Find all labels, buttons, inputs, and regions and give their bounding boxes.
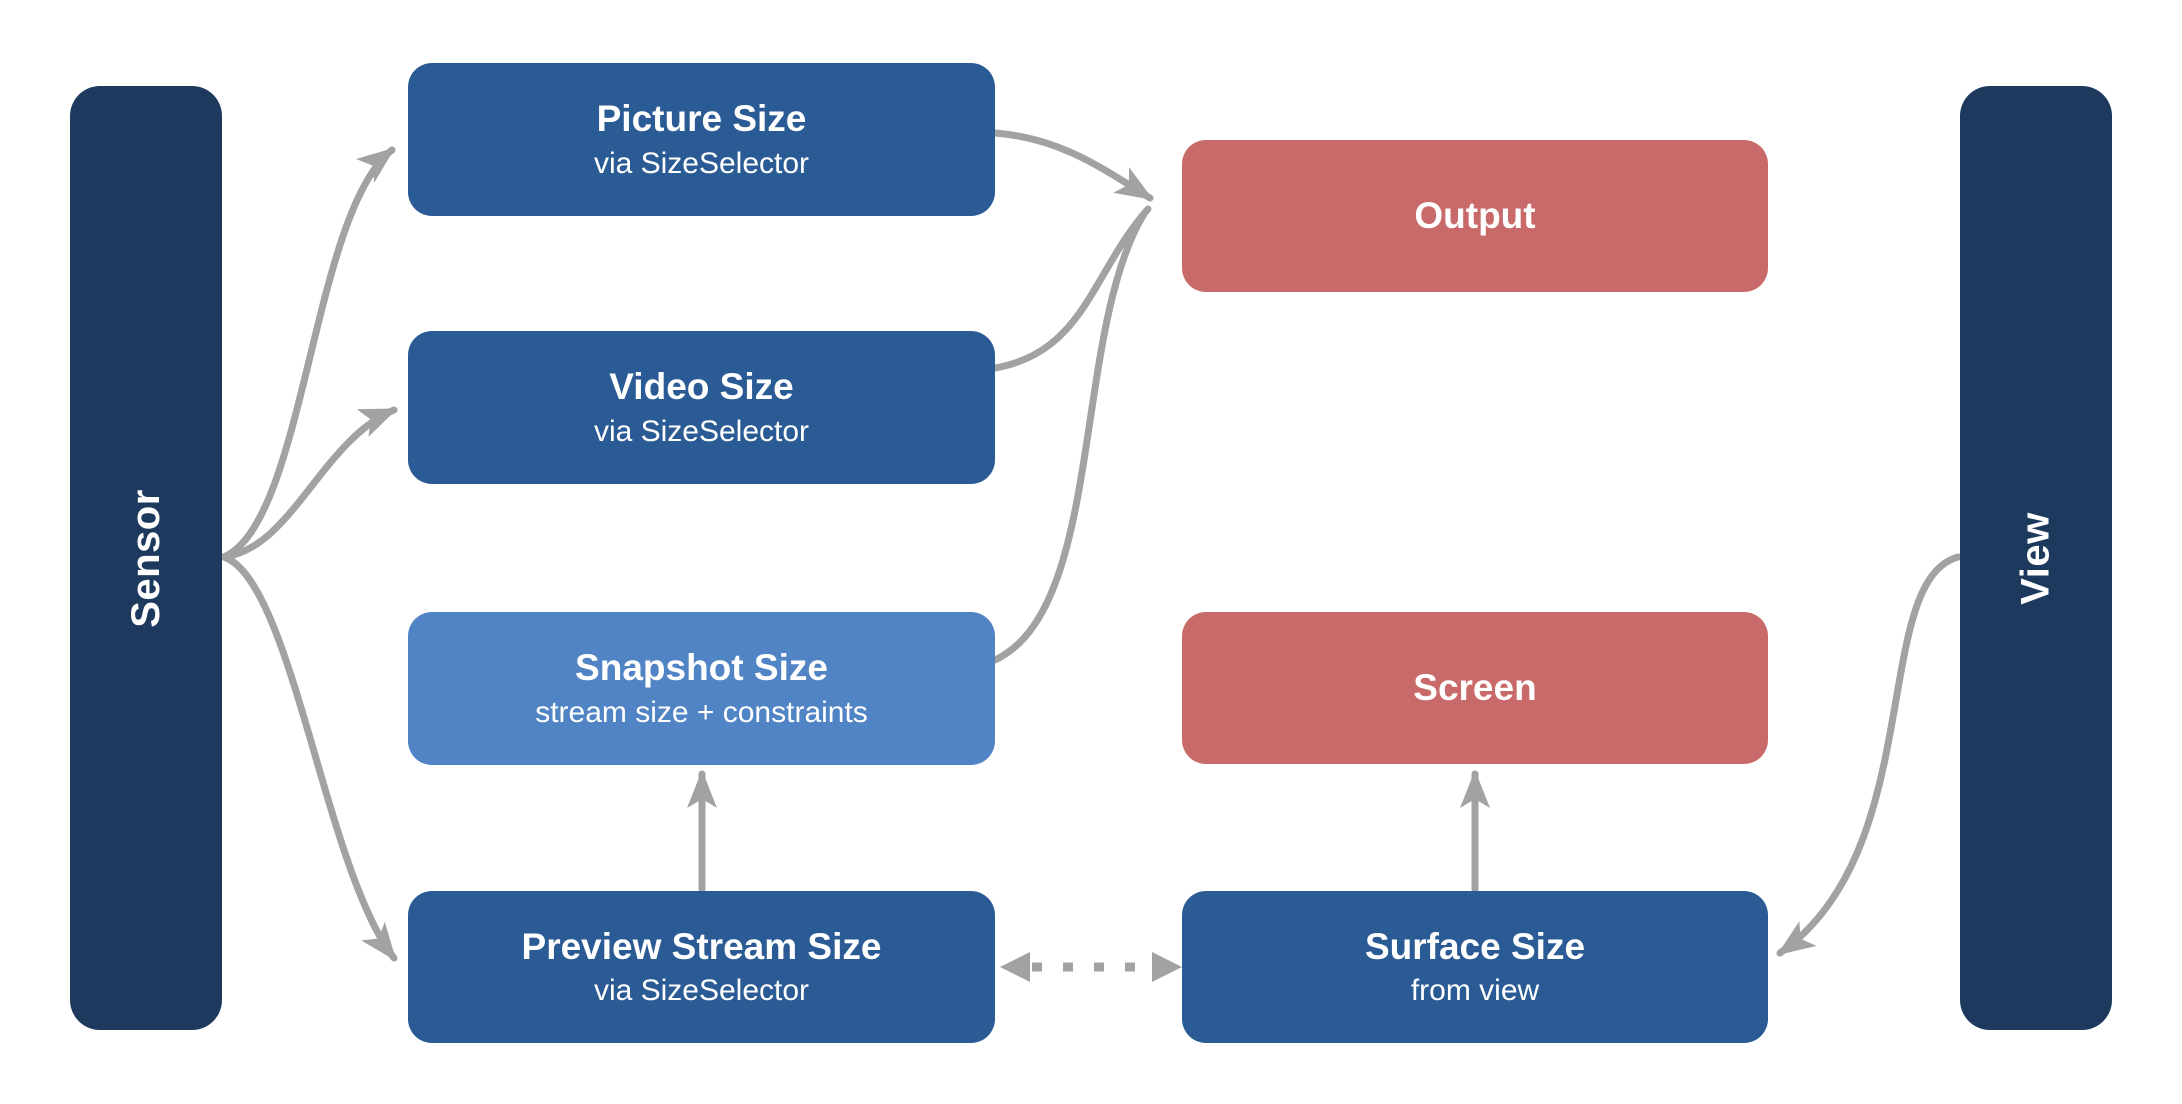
dotted-edge-right-arrowhead bbox=[1152, 952, 1182, 982]
node-preview-stream-size-title: Preview Stream Size bbox=[521, 925, 882, 967]
node-surface-size: Surface Size from view bbox=[1182, 891, 1768, 1043]
node-snapshot-size-title: Snapshot Size bbox=[575, 647, 828, 689]
node-output-title: Output bbox=[1414, 194, 1536, 236]
node-screen-title: Screen bbox=[1413, 666, 1537, 708]
sensor-rail-label: Sensor bbox=[123, 488, 168, 628]
edge-video-size-to-output bbox=[991, 205, 1152, 372]
edge-view-to-surface-size bbox=[1776, 553, 1962, 957]
dotted-edge-left-arrowhead bbox=[1000, 952, 1030, 982]
node-snapshot-size: Snapshot Size stream size + constraints bbox=[408, 612, 995, 765]
node-video-size: Video Size via SizeSelector bbox=[408, 331, 995, 484]
sensor-rail: Sensor bbox=[70, 86, 222, 1030]
node-output: Output bbox=[1182, 140, 1768, 292]
edge-picture-size-to-output bbox=[991, 129, 1154, 202]
node-preview-stream-size: Preview Stream Size via SizeSelector bbox=[408, 891, 995, 1043]
node-video-size-subtitle: via SizeSelector bbox=[593, 414, 810, 448]
node-surface-size-subtitle: from view bbox=[1410, 974, 1540, 1008]
edge-sensor-to-video-size bbox=[220, 406, 398, 561]
node-picture-size: Picture Size via SizeSelector bbox=[408, 63, 995, 216]
node-screen: Screen bbox=[1182, 612, 1768, 764]
edge-sensor-to-picture-size bbox=[220, 146, 396, 561]
edge-sensor-to-preview-stream-size bbox=[220, 553, 398, 962]
node-snapshot-size-subtitle: stream size + constraints bbox=[535, 695, 868, 729]
node-preview-stream-size-subtitle: via SizeSelector bbox=[593, 974, 810, 1008]
node-surface-size-title: Surface Size bbox=[1364, 925, 1586, 967]
view-rail-label: View bbox=[2013, 511, 2058, 605]
edge-snapshot-size-to-output bbox=[991, 210, 1148, 664]
node-picture-size-subtitle: via SizeSelector bbox=[593, 146, 810, 180]
node-video-size-title: Video Size bbox=[609, 366, 794, 408]
view-rail: View bbox=[1960, 86, 2112, 1030]
node-picture-size-title: Picture Size bbox=[596, 98, 807, 140]
